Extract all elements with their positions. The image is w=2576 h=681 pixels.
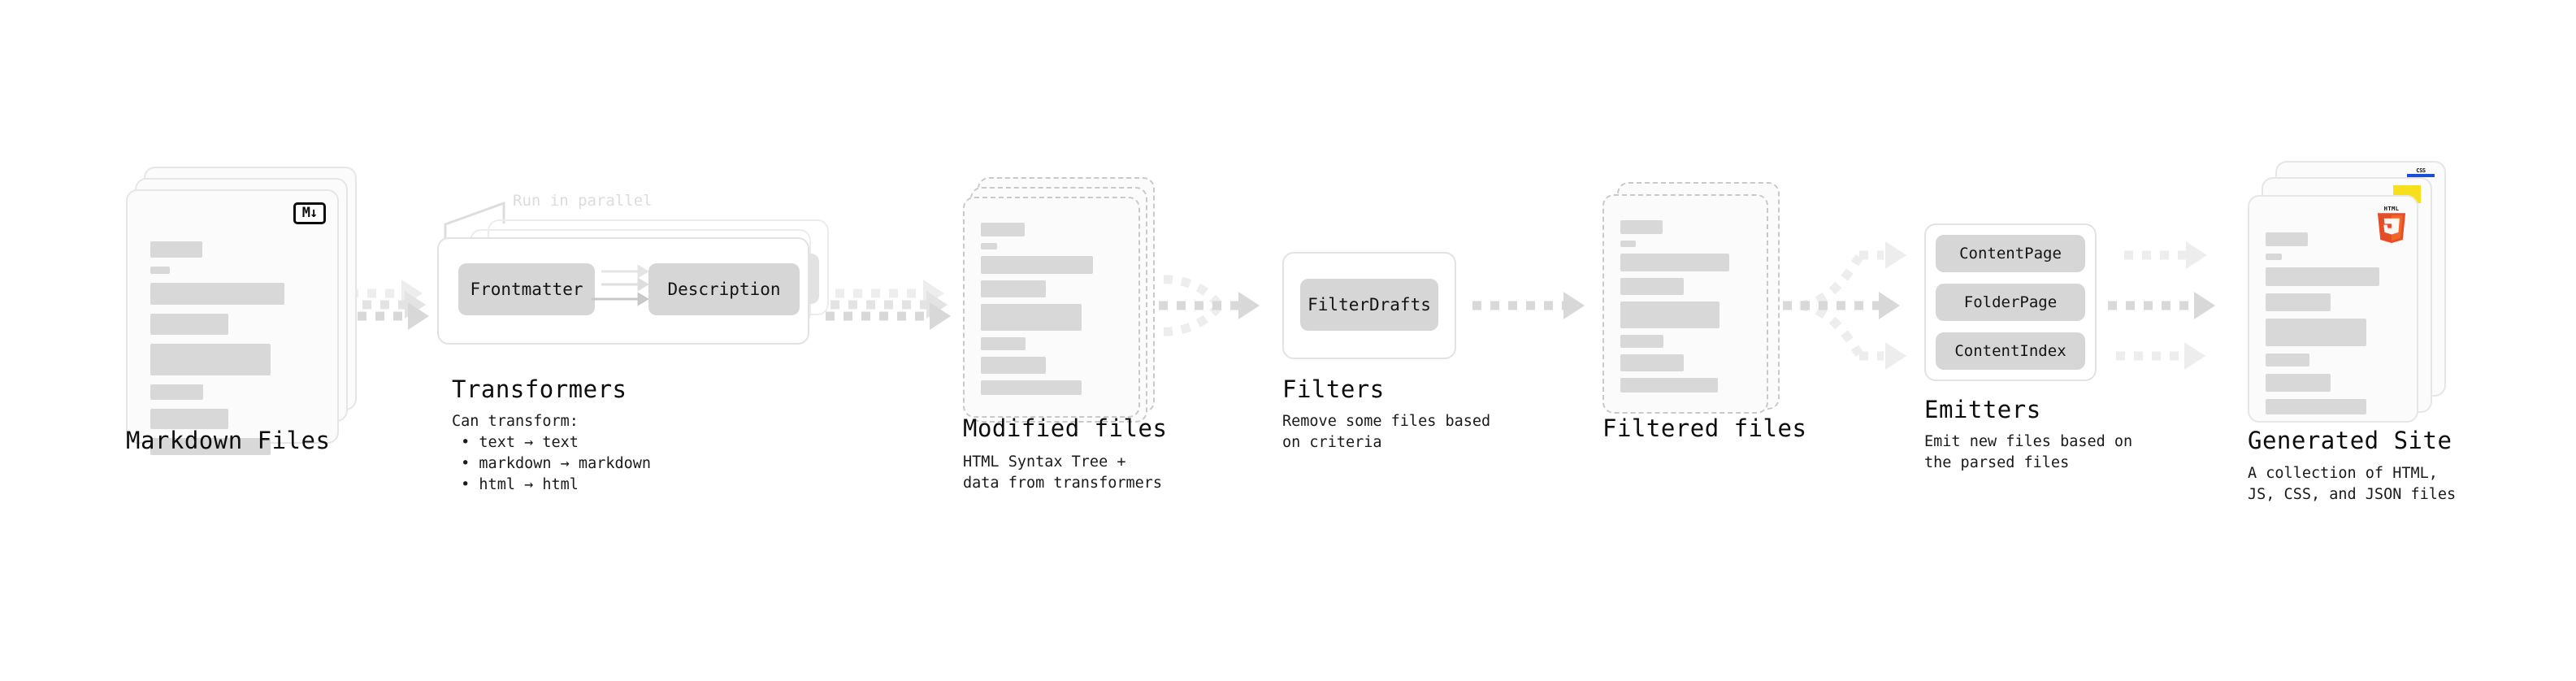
css-badge-label: CSS [2416,167,2426,174]
document-sheet-front [1602,194,1768,414]
chip-filterdrafts-label: FilterDrafts [1308,295,1431,314]
document-sheet-front [963,197,1140,418]
chip-contentpage-label: ContentPage [1959,245,2062,262]
generated-site-document-stack[interactable]: CSS HTML [2248,161,2459,437]
stage-title-generated-site: Generated Site [2248,427,2452,454]
document-sheet-front: M↓ [126,189,339,455]
stage-subtitle-transformers: Can transform: • text → text • markdown … [452,413,652,493]
chip-contentindex[interactable]: ContentIndex [1936,332,2085,370]
chip-description-label: Description [667,280,781,299]
stage-title-modified-files: Modified files [963,414,1168,442]
svg-text:HTML: HTML [2384,205,2400,212]
html5-icon: HTML [2377,205,2406,243]
stage-subtitle-generated-site: A collection of HTML, JS, CSS, and JSON … [2248,465,2457,503]
chip-frontmatter[interactable]: Frontmatter [458,263,595,315]
chip-contentindex-label: ContentIndex [1954,342,2066,360]
markdown-badge-label: M↓ [301,205,319,221]
run-in-parallel-label: Run in parallel [513,192,653,210]
stage-subtitle-modified-files: HTML Syntax Tree + data from transformer… [963,453,1163,492]
css-badge: CSS [2407,167,2435,178]
document-placeholder-lines [981,223,1119,395]
modified-document-stack[interactable] [963,177,1166,445]
document-placeholder-lines [150,241,318,464]
chip-folderpage-label: FolderPage [1963,293,2058,311]
connector-emitters-to-site [2108,241,2215,370]
chip-folderpage[interactable]: FolderPage [1936,284,2085,321]
chip-frontmatter-label: Frontmatter [470,280,583,299]
stage-title-filtered-files: Filtered files [1602,414,1807,442]
stage-title-transformers: Transformers [452,375,627,403]
stage-title-filters: Filters [1282,375,1385,403]
css-badge-bar [2407,174,2435,177]
stage-subtitle-filters: Remove some files based on criteria [1282,413,1491,451]
document-sheet-front: HTML [2248,195,2418,423]
chip-contentpage[interactable]: ContentPage [1936,235,2085,272]
stage-title-markdown-files: Markdown Files [126,427,331,454]
filtered-document-stack[interactable] [1602,182,1806,442]
stage-subtitle-emitters: Emit new files based on the parsed files [1924,433,2133,471]
markdown-badge: M↓ [293,202,326,224]
document-placeholder-lines [2266,232,2405,414]
connector-transformers-to-modified [826,280,951,330]
chip-description[interactable]: Description [648,263,800,315]
chip-filterdrafts[interactable]: FilterDrafts [1300,279,1438,331]
connector-filters-to-filtered [1472,292,1585,319]
transformer-inner-arrows [592,264,649,306]
document-placeholder-lines [1620,220,1750,393]
stage-title-emitters: Emitters [1924,396,2041,423]
run-in-parallel-bracket [444,201,505,242]
markdown-document-stack[interactable]: M↓ [126,167,357,455]
